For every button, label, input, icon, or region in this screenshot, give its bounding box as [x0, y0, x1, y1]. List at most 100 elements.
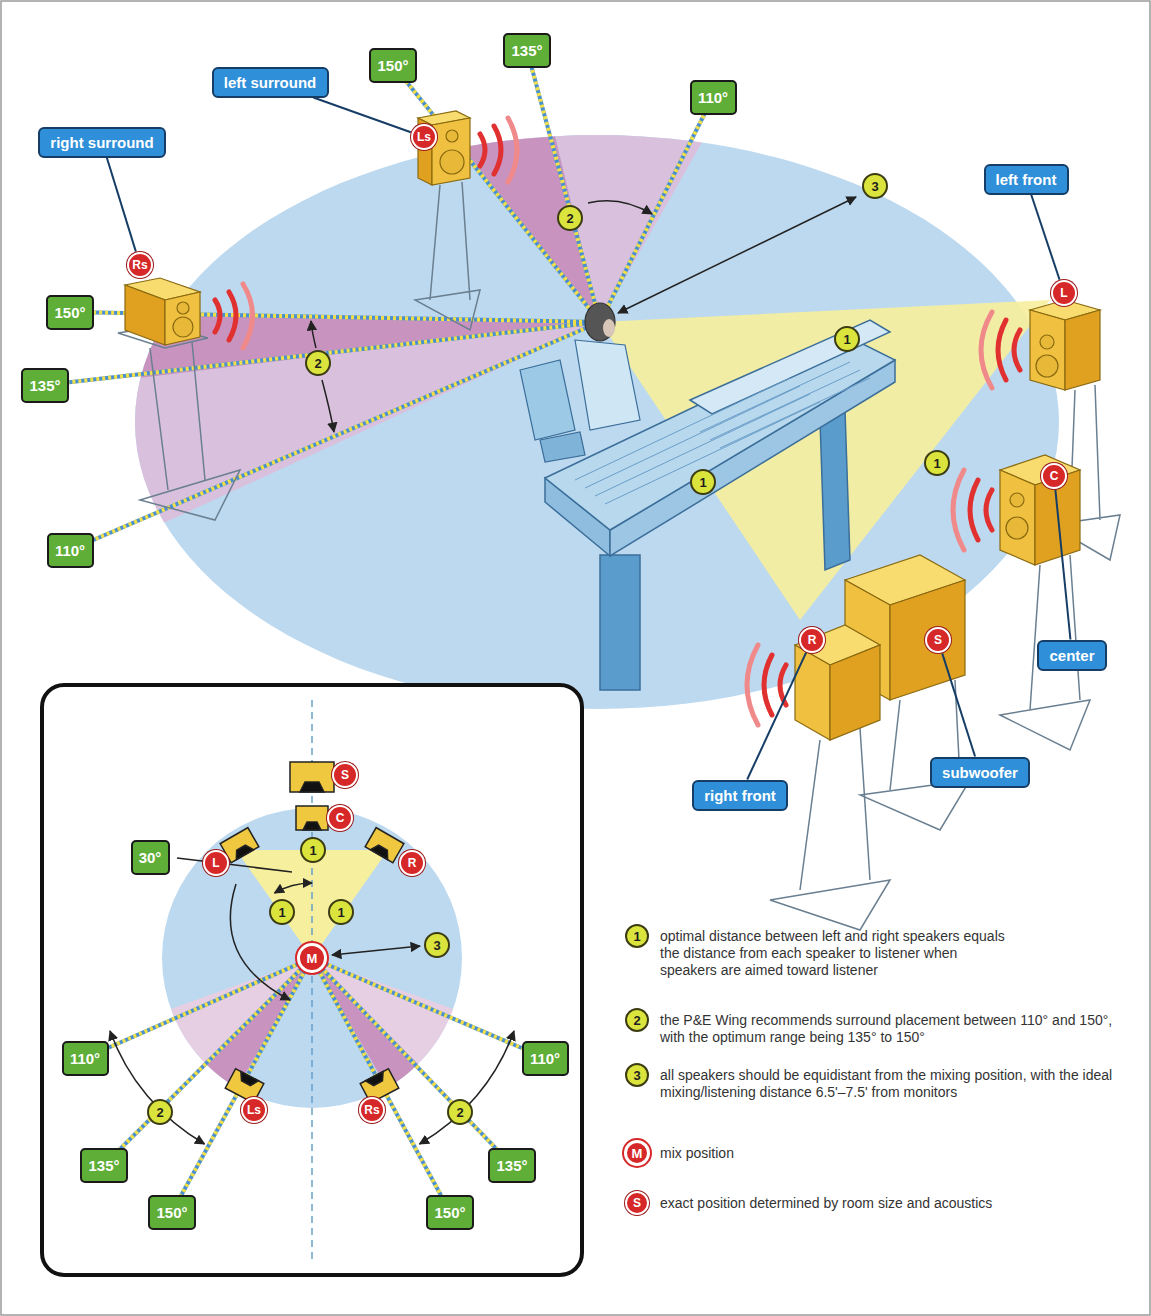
sound-waves — [480, 134, 485, 166]
legend-symbol: 2 — [625, 1008, 649, 1032]
speaker-cabinets — [125, 285, 165, 345]
angle-box: 110° — [62, 1041, 109, 1076]
angle-box: 135° — [503, 33, 551, 68]
callout-number: 3 — [424, 932, 450, 958]
leader-line — [1055, 490, 1070, 640]
speaker-stands — [770, 728, 890, 930]
inset-speakers — [365, 1071, 386, 1087]
speaker-cabinets — [830, 645, 880, 740]
sound-waves — [998, 320, 1006, 380]
legend-text: mix position — [660, 1145, 960, 1162]
speaker-marker: R — [399, 850, 425, 876]
inset-angle-lines — [85, 958, 312, 1058]
speaker-cabinets — [1065, 310, 1100, 390]
legend-text: the P&E Wing recommends surround placeme… — [660, 1012, 1130, 1046]
angle-value: 30° — [139, 849, 162, 866]
callout-number: 1 — [328, 899, 354, 925]
inset-angle-lines — [85, 958, 545, 1212]
angle-value: 110° — [530, 1050, 560, 1067]
speaker-callout: center — [1037, 640, 1107, 671]
callout-number: 3 — [862, 173, 888, 199]
speaker-marker: S — [925, 627, 951, 653]
leader-line — [1031, 195, 1059, 280]
listener — [540, 432, 585, 462]
inset-speakers — [296, 806, 328, 830]
callout-number: 1 — [690, 469, 716, 495]
callout-number: 2 — [557, 205, 583, 231]
leader-line — [747, 653, 806, 780]
sound-waves — [215, 118, 1020, 725]
speaker-code: Rs — [132, 258, 147, 272]
inset-angle-lines — [312, 958, 512, 1165]
speaker-code: Ls — [247, 1103, 261, 1117]
inset-arrows — [275, 883, 313, 893]
speaker-marker: Rs — [359, 1097, 385, 1123]
console-desk — [545, 320, 895, 690]
listener — [585, 303, 615, 341]
angle-box: 135° — [488, 1148, 536, 1183]
speaker-cabinets — [177, 302, 189, 314]
angle-lines — [600, 97, 713, 322]
callout-number: 1 — [924, 450, 950, 476]
inset-arrows — [110, 1031, 205, 1144]
angle-arrows — [618, 197, 856, 313]
angle-arrows — [311, 321, 316, 348]
callout-digit: 2 — [456, 1105, 463, 1120]
sound-waves — [981, 312, 992, 388]
speaker-name: center — [1049, 647, 1094, 664]
callout-number: 1 — [834, 326, 860, 352]
legend-text: exact position determined by room size a… — [660, 1195, 1100, 1212]
inset-angle-lines — [172, 958, 312, 1212]
angle-lines — [393, 65, 600, 322]
speaker-cabinets — [795, 645, 830, 740]
surround-wedges — [370, 20, 600, 322]
legend-symbol: S — [625, 1191, 649, 1215]
callout-number: 1 — [300, 837, 326, 863]
speaker-cabinets — [890, 580, 965, 700]
speaker-marker: L — [203, 850, 229, 876]
surround-wedges — [40, 322, 600, 580]
listener — [520, 360, 575, 440]
callout-digit: 2 — [566, 211, 573, 226]
sound-waves — [1014, 330, 1020, 370]
callout-digit: 3 — [433, 938, 440, 953]
angle-arrows — [588, 201, 652, 214]
listener — [520, 303, 640, 462]
speaker-marker: S — [332, 762, 358, 788]
speaker-cabinets — [1036, 355, 1058, 377]
console-desk — [820, 410, 850, 570]
legend-text: optimal distance between left and right … — [660, 928, 1010, 979]
angle-lines — [70, 322, 600, 550]
inset-arrows — [332, 946, 420, 955]
angle-box: 150° — [148, 1195, 196, 1230]
speaker-callout: right surround — [38, 127, 166, 158]
angle-box: 110° — [522, 1041, 569, 1076]
callout-digit: 1 — [843, 332, 850, 347]
speaker-callout: right front — [692, 780, 788, 811]
angle-lines — [393, 65, 600, 322]
callout-digit: 1 — [278, 905, 285, 920]
mix-position-marker: M — [297, 943, 327, 973]
speaker-marker: C — [327, 805, 353, 831]
speaker-code: C — [1050, 469, 1059, 483]
inset-arrows — [420, 1031, 515, 1144]
speaker-cabinets — [1010, 493, 1024, 507]
inset-speakers — [370, 843, 391, 860]
inset-speakers — [237, 1071, 258, 1087]
leader-line — [107, 158, 136, 252]
callout-digit: 1 — [933, 456, 940, 471]
speaker-marker: Ls — [411, 124, 437, 150]
inset-speakers — [290, 762, 334, 792]
angle-box: 110° — [690, 80, 737, 115]
inset-speakers — [365, 828, 404, 863]
speaker-cabinets — [432, 118, 470, 185]
speaker-marker: L — [1051, 280, 1077, 306]
angle-value: 150° — [54, 304, 85, 321]
inset-panel — [42, 685, 582, 1275]
sound-waves — [243, 284, 253, 348]
speaker-code: R — [408, 856, 417, 870]
legend-symbol: 3 — [625, 1063, 649, 1087]
inset-angle-lines — [172, 958, 312, 1212]
